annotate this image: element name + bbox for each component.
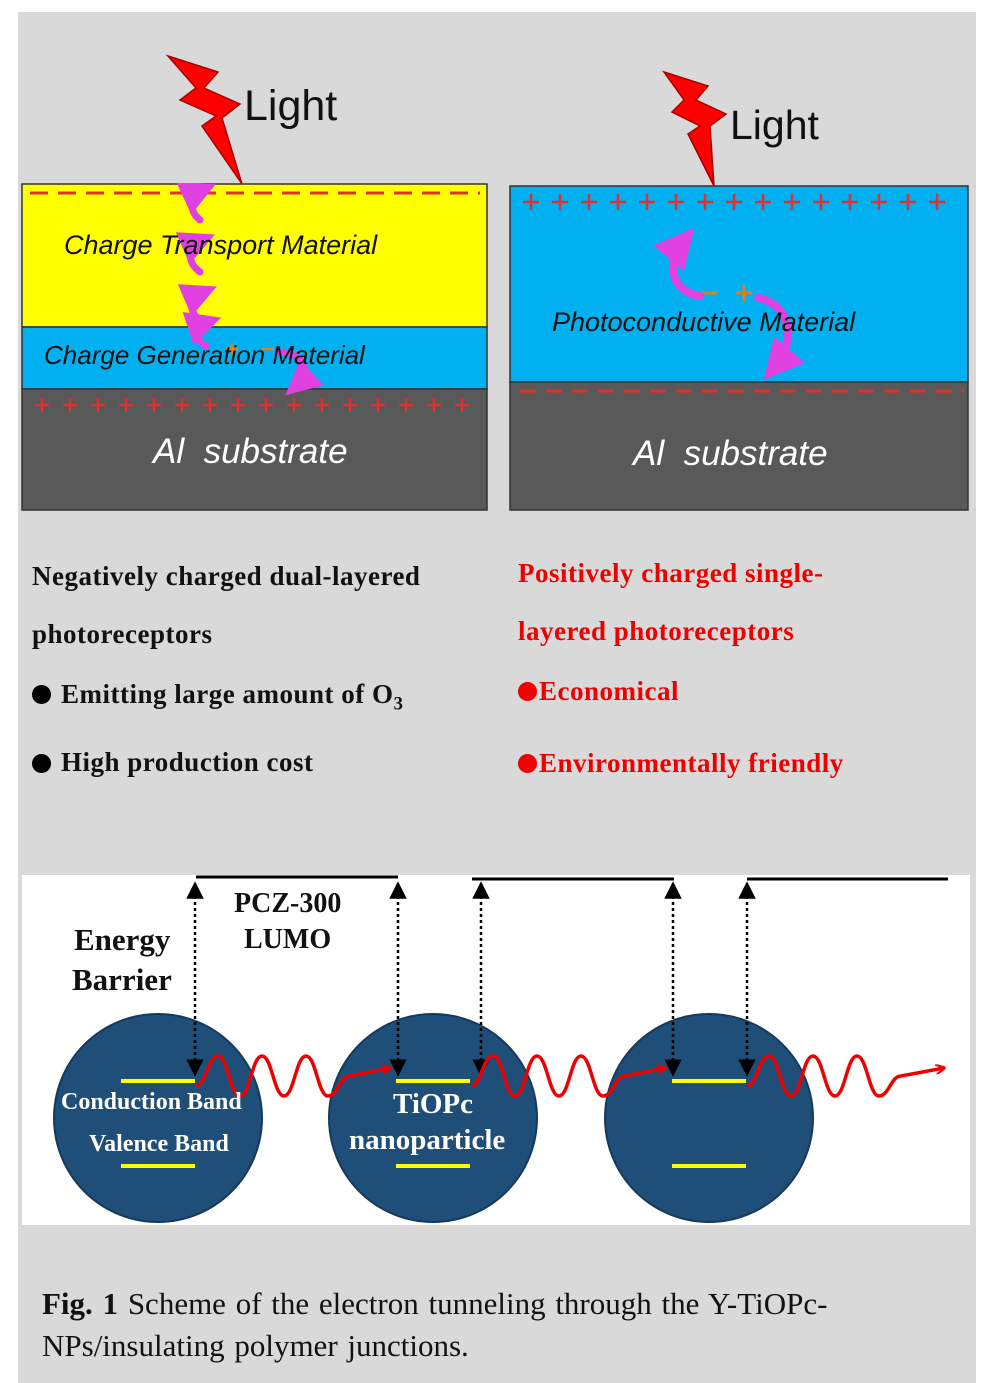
layer-label-transport: Charge Transport Material: [64, 230, 378, 260]
photoconductive-layer: [509, 185, 969, 383]
left-title-line1: Negatively charged dual-layered: [32, 561, 421, 591]
energy-barrier-label-2: Barrier: [72, 962, 172, 997]
layer-label-photoconductive: Photoconductive Material: [552, 307, 856, 337]
left-bullet-emission: Emitting large amount of O3: [32, 673, 420, 725]
lightning-bolt-right-icon: [662, 70, 728, 187]
al-substrate-left: [21, 388, 488, 511]
charge-pair-right: [701, 285, 752, 301]
bullet-dot-icon: [518, 754, 537, 774]
conduction-band-label: Conduction Band: [61, 1089, 242, 1115]
hole-transport-arrows: [175, 182, 324, 396]
charge-generation-layer: [21, 326, 488, 390]
left-description: Negatively charged dual-layered photorec…: [32, 555, 420, 783]
positive-charges-right: [523, 194, 945, 210]
right-bullet-economical: Economical: [518, 670, 844, 712]
nanoparticle-3: [604, 1013, 814, 1223]
left-device: [21, 54, 488, 511]
tiopc-label-2: nanoparticle: [349, 1124, 506, 1156]
band-levels: [121, 1079, 746, 1168]
figure-caption: Fig. 1 Scheme of the electron tunneling …: [42, 1283, 962, 1367]
right-title-line1: Positively charged single-: [518, 558, 824, 588]
al-substrate-right: [509, 381, 969, 511]
caption-text: Scheme of the electron tunneling through…: [42, 1286, 828, 1363]
energy-diagram: [22, 875, 970, 1225]
lightning-bolt-left-icon: [165, 54, 243, 185]
bullet-dot-icon: [32, 753, 51, 773]
energy-barrier-label-1: Energy: [74, 922, 171, 957]
substrate-label-left: Al substrate: [153, 432, 348, 471]
pcz-label-1: PCZ-300: [234, 888, 342, 919]
pcz-label-2: LUMO: [244, 924, 332, 955]
nanoparticle-1: [53, 1013, 263, 1223]
caption-label: Fig. 1: [42, 1286, 119, 1321]
layer-label-generation: Charge Generation Material: [44, 340, 365, 370]
left-bullet-cost: High production cost: [32, 741, 420, 783]
right-description: Positively charged single- layered photo…: [518, 552, 844, 784]
bullet-dot-icon: [518, 682, 537, 702]
right-title-line2: layered photoreceptors: [518, 616, 795, 646]
tiopc-label-1: TiOPc: [393, 1088, 474, 1120]
light-label-left: Light: [244, 82, 338, 130]
wave-3: [746, 1054, 944, 1098]
left-title-line2: photoreceptors: [32, 619, 213, 649]
tunneling-waves: [195, 1054, 944, 1098]
positive-charges-left: [35, 398, 469, 412]
right-bullet-environment: Environmentally friendly: [518, 742, 844, 784]
substrate-label-right: Al substrate: [633, 434, 828, 473]
right-device: [509, 70, 969, 511]
charge-pair-left: [226, 343, 274, 355]
light-label-right: Light: [730, 102, 819, 148]
wave-1: [195, 1054, 390, 1098]
carrier-separation-arrows: [653, 227, 805, 381]
valence-band-label: Valence Band: [89, 1131, 229, 1157]
bullet-dot-icon: [32, 685, 51, 705]
wave-2: [470, 1054, 665, 1098]
charge-transport-layer: [21, 183, 488, 328]
